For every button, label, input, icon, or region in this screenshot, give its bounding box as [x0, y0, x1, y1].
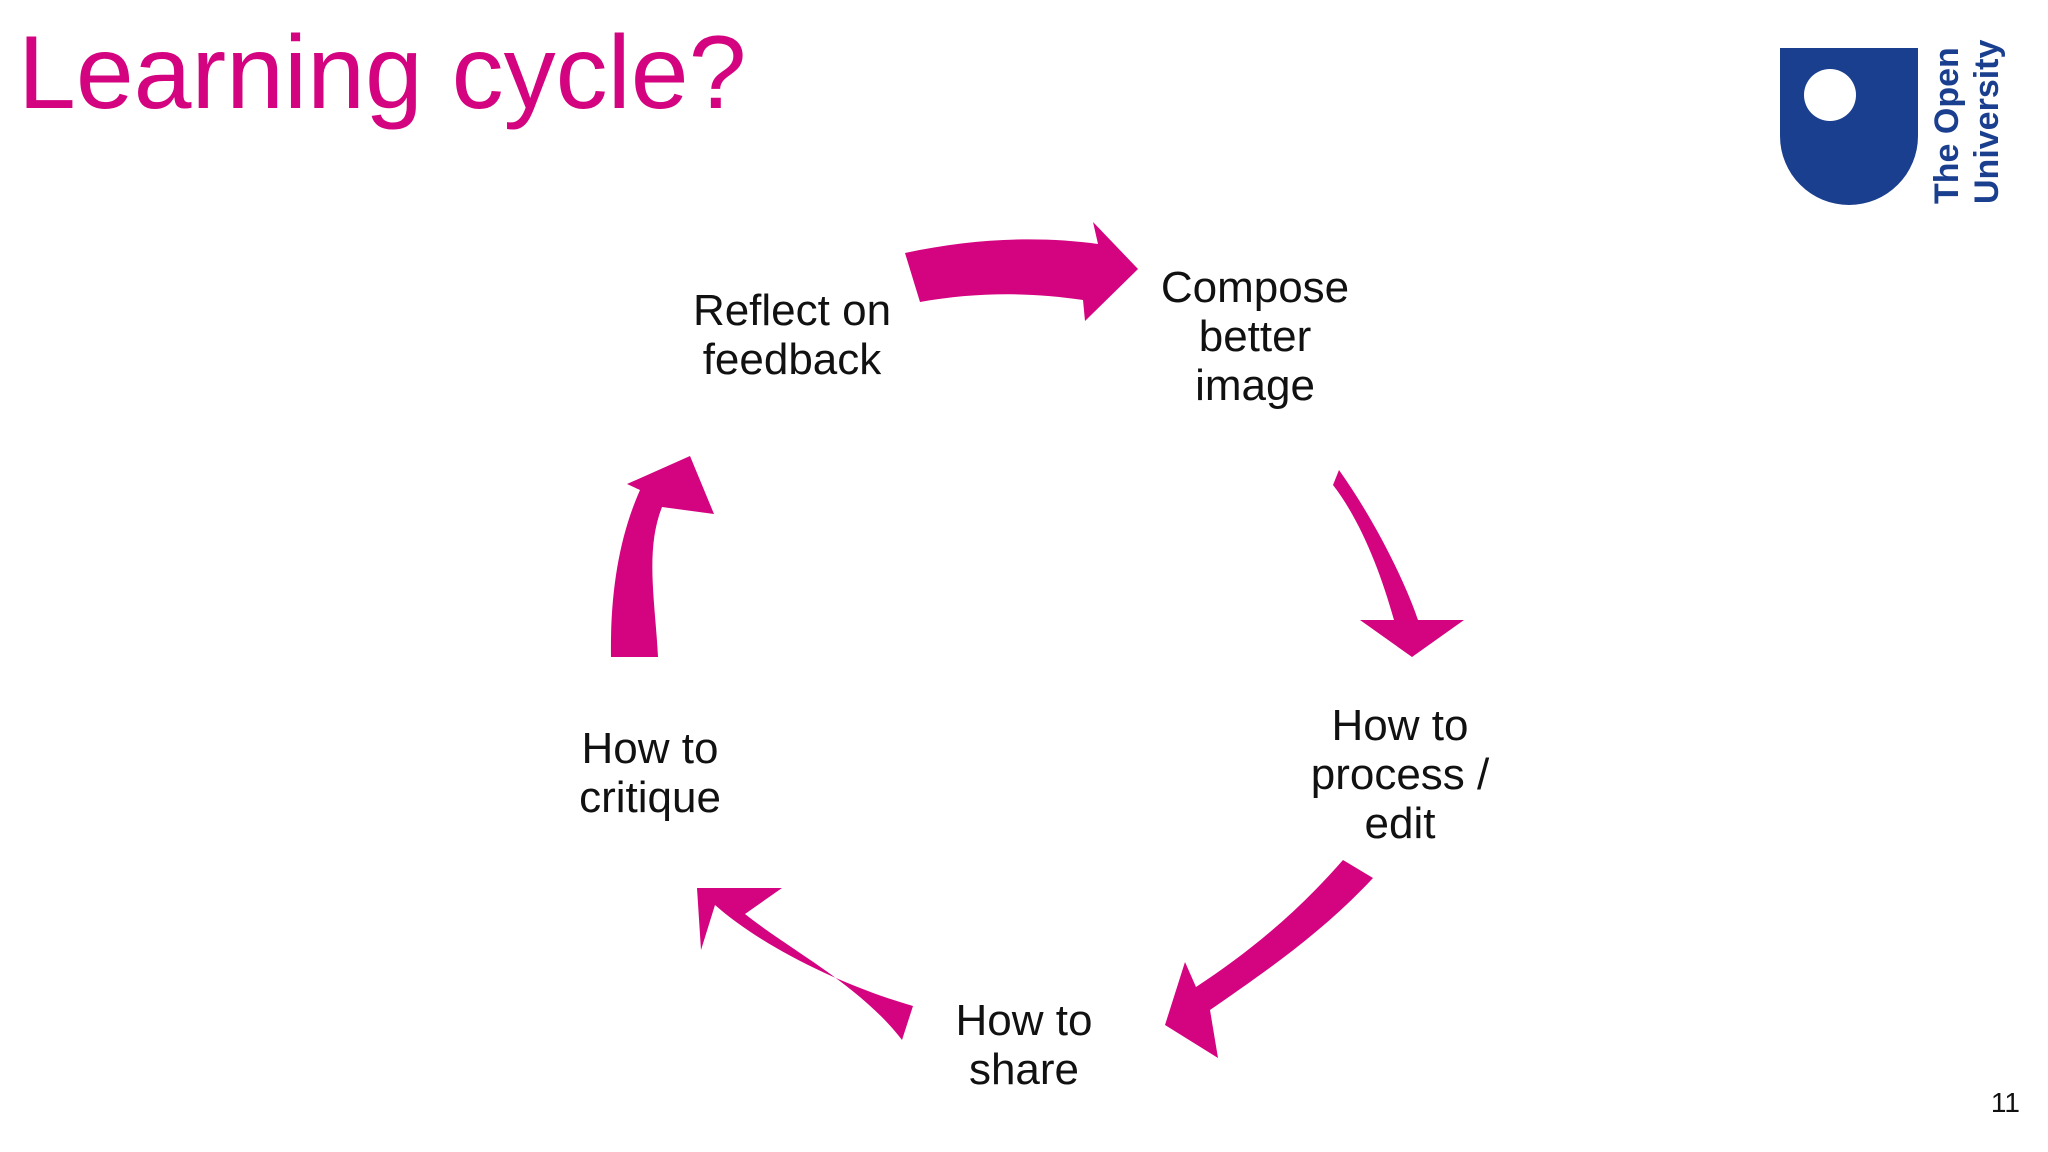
cycle-arrow-icon-share-to-critique: [697, 888, 913, 1040]
cycle-arrow-icon-reflect-to-compose: [905, 222, 1138, 321]
cycle-arrow-icon-compose-to-process: [1333, 470, 1464, 657]
cycle-step-critique: How to critique: [579, 724, 721, 822]
cycle-step-reflect-on-feedback: Reflect on feedback: [692, 286, 892, 384]
cycle-step-share: How to share: [955, 996, 1093, 1094]
cycle-step-compose-better-image: Compose better image: [1160, 263, 1350, 410]
cycle-arrow-icon-critique-to-reflect: [610, 456, 714, 657]
cycle-step-process-edit: How to process / edit: [1310, 701, 1490, 848]
slide-number: 11: [1990, 1087, 2020, 1118]
cycle-arrow-icon-process-to-share: [1165, 860, 1373, 1058]
slide-title: Learning cycle?: [18, 15, 747, 131]
open-university-logo-icon: [1780, 48, 1918, 205]
open-university-logo: The Open University: [1780, 40, 2016, 208]
